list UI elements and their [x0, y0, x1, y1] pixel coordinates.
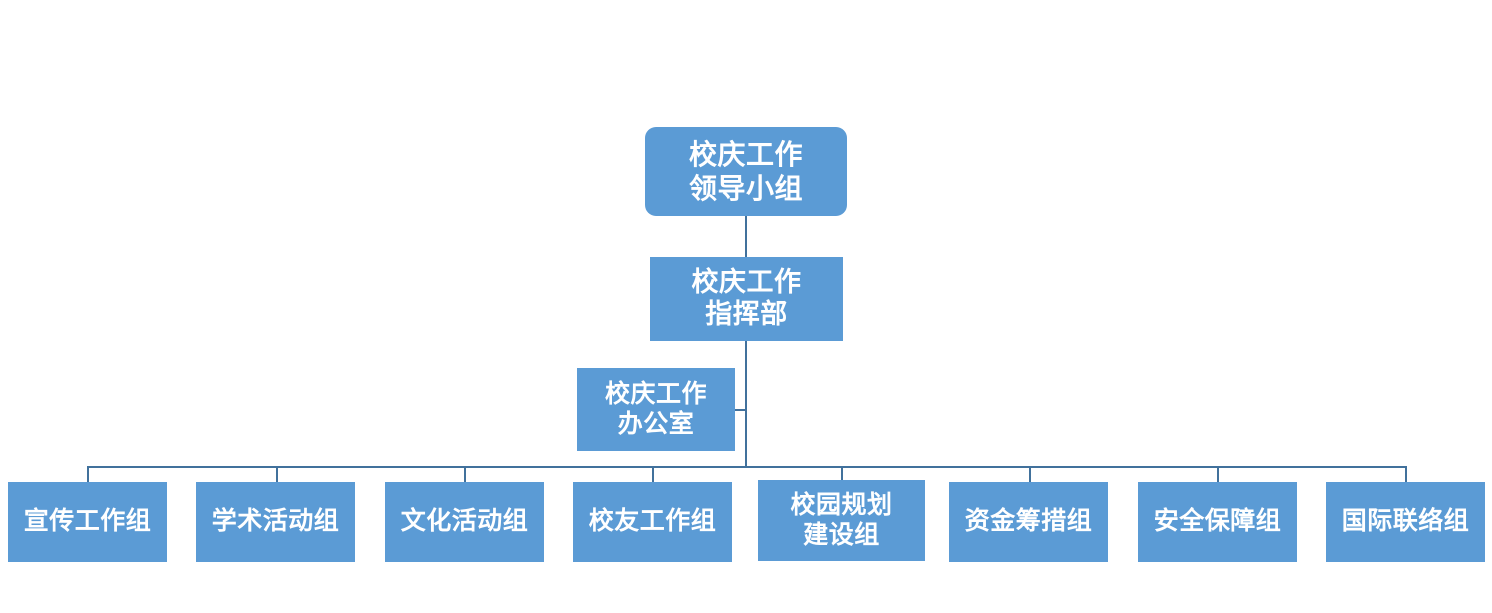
connector-drop-academic-activity-group — [276, 466, 278, 483]
connector-command-dept-trunk — [745, 341, 747, 467]
node-academic-activity-group[interactable]: 学术活动组 — [196, 482, 355, 562]
node-command-dept[interactable]: 校庆工作 指挥部 — [650, 257, 843, 341]
node-fundraising-group[interactable]: 资金筹措组 — [949, 482, 1108, 562]
connector-drop-fundraising-group — [1029, 466, 1031, 483]
connector-sibling-bar — [87, 466, 1406, 468]
connector-drop-cultural-activity-group — [464, 466, 466, 483]
node-office[interactable]: 校庆工作 办公室 — [577, 368, 735, 451]
node-campus-planning-group[interactable]: 校园规划 建设组 — [758, 480, 925, 561]
node-security-group[interactable]: 安全保障组 — [1138, 482, 1297, 562]
node-international-liaison-group[interactable]: 国际联络组 — [1326, 482, 1485, 562]
connector-drop-international-liaison-group — [1405, 466, 1407, 483]
connector-drop-security-group — [1217, 466, 1219, 483]
connector-drop-campus-planning-group — [841, 466, 843, 483]
connector-leading-group-to-command-dept — [745, 216, 747, 257]
node-publicity-group[interactable]: 宣传工作组 — [8, 482, 167, 562]
connector-drop-publicity-group — [87, 466, 89, 483]
node-leading-group[interactable]: 校庆工作 领导小组 — [645, 127, 847, 216]
node-cultural-activity-group[interactable]: 文化活动组 — [385, 482, 544, 562]
node-alumni-work-group[interactable]: 校友工作组 — [573, 482, 732, 562]
connector-office-stub — [735, 409, 746, 411]
connector-drop-alumni-work-group — [652, 466, 654, 483]
